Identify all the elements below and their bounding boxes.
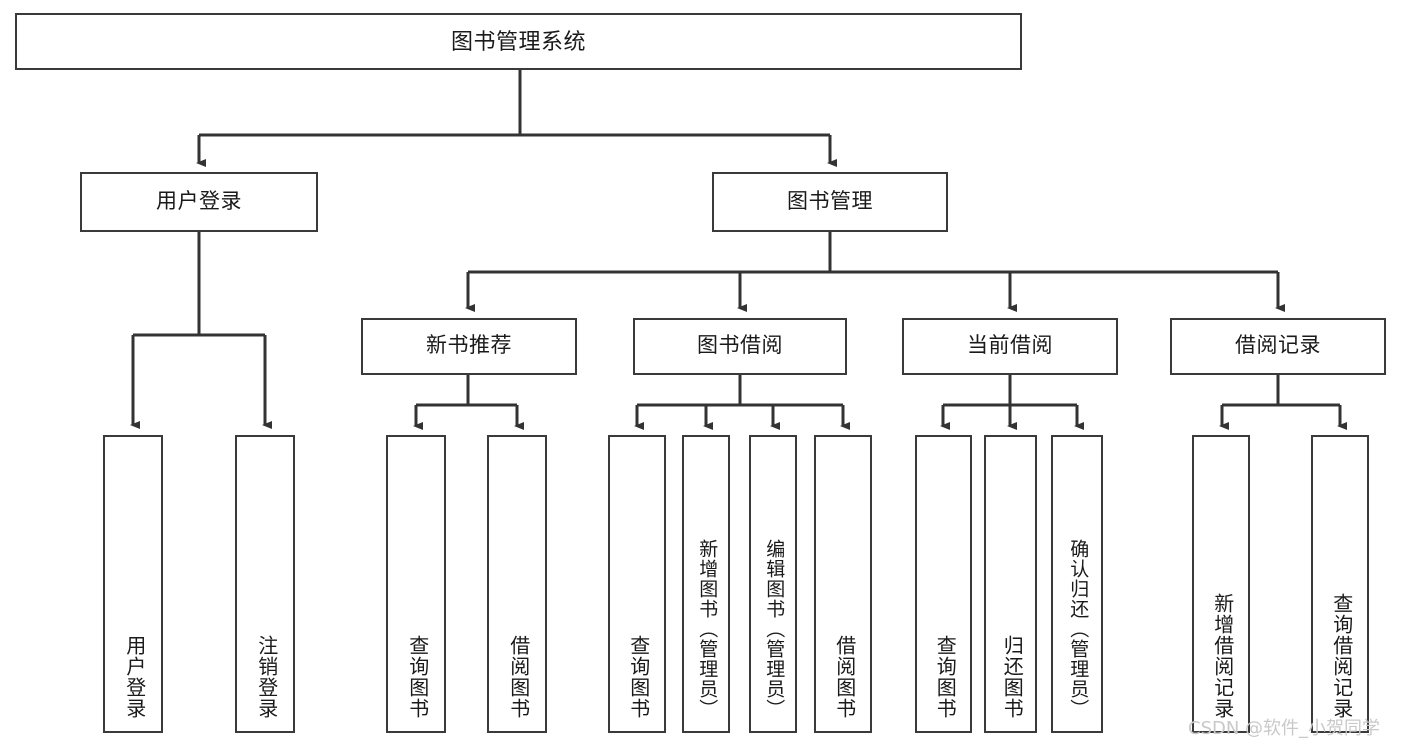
leaf-current-borrow-return[interactable]: 归还图书 xyxy=(984,435,1037,733)
node-label: 新书推荐 xyxy=(426,334,512,358)
node-label: 借阅记录 xyxy=(1235,334,1321,358)
leaf-current-borrow-confirm-return[interactable]: 确认归还（管理员） xyxy=(1051,435,1103,733)
leaf-book-borrow-edit[interactable]: 编辑图书（管理员） xyxy=(749,435,797,733)
leaf-current-borrow-query[interactable]: 查询图书 xyxy=(915,435,972,733)
node-label: 新增图书（管理员） xyxy=(696,539,718,719)
node-label: 编辑图书（管理员） xyxy=(763,539,785,719)
node-label: 用户登录 xyxy=(156,189,242,213)
node-label: 借阅图书 xyxy=(506,635,529,719)
leaf-book-borrow-borrow[interactable]: 借阅图书 xyxy=(814,435,872,733)
node-new-book-recommend[interactable]: 新书推荐 xyxy=(361,318,577,375)
node-user-login[interactable]: 用户登录 xyxy=(80,172,318,232)
leaf-borrow-record-add[interactable]: 新增借阅记录 xyxy=(1192,435,1250,733)
leaf-user-login-login[interactable]: 用户登录 xyxy=(103,435,163,733)
node-current-borrow[interactable]: 当前借阅 xyxy=(902,318,1118,375)
node-label: 借阅图书 xyxy=(832,635,855,719)
node-label: 查询图书 xyxy=(933,635,956,719)
leaf-new-book-borrow[interactable]: 借阅图书 xyxy=(487,435,547,733)
leaf-borrow-record-query[interactable]: 查询借阅记录 xyxy=(1311,435,1369,733)
node-label: 图书借阅 xyxy=(697,334,783,358)
node-book-borrow[interactable]: 图书借阅 xyxy=(633,318,847,375)
watermark-text: CSDN @软件_小贺同学 xyxy=(1188,718,1381,739)
node-label: 查询图书 xyxy=(405,635,428,719)
leaf-user-login-logout[interactable]: 注销登录 xyxy=(235,435,295,733)
node-label: 查询图书 xyxy=(626,635,649,719)
node-label: 图书管理 xyxy=(787,189,873,213)
node-label: 新增借阅记录 xyxy=(1210,593,1233,719)
node-root-system[interactable]: 图书管理系统 xyxy=(15,13,1022,70)
node-label: 注销登录 xyxy=(254,635,277,719)
node-label: 查询借阅记录 xyxy=(1329,593,1352,719)
node-label: 用户登录 xyxy=(122,635,145,719)
node-label: 归还图书 xyxy=(1000,635,1023,719)
leaf-book-borrow-add[interactable]: 新增图书（管理员） xyxy=(682,435,730,733)
node-book-management[interactable]: 图书管理 xyxy=(712,172,948,232)
leaf-new-book-query[interactable]: 查询图书 xyxy=(386,435,446,733)
node-label: 当前借阅 xyxy=(967,334,1053,358)
leaf-book-borrow-query[interactable]: 查询图书 xyxy=(608,435,666,733)
node-label: 图书管理系统 xyxy=(450,28,586,54)
node-label: 确认归还（管理员） xyxy=(1067,539,1089,719)
node-borrow-record[interactable]: 借阅记录 xyxy=(1170,318,1386,375)
